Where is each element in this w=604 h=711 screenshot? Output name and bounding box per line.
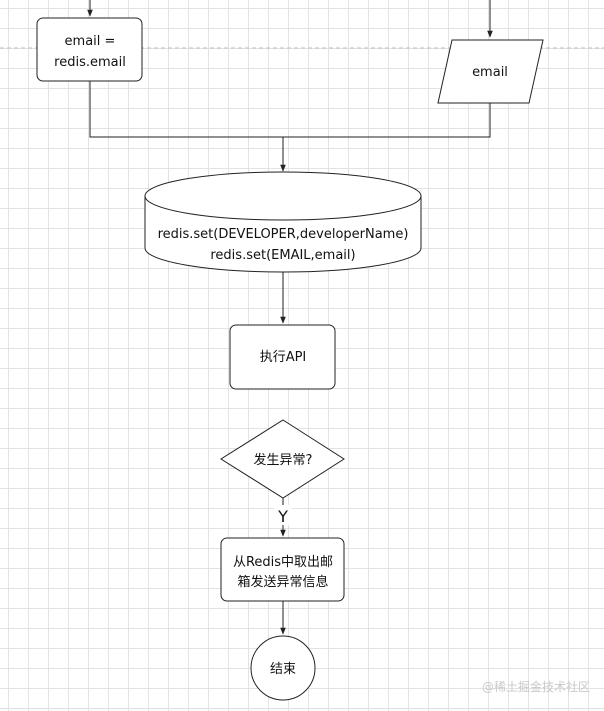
node-email-assign-line2: redis.email [54,55,126,70]
node-send-email-line2: 箱发送异常信息 [237,574,328,590]
node-redis-set-line1: redis.set(DEVELOPER,developerName) [158,227,409,242]
terminator-circle-shape [250,635,316,701]
edge-email-input-to-merge[interactable] [283,103,491,138]
node-end[interactable]: 结束 [250,635,316,701]
node-email-input-label: email [472,65,508,80]
process-box-shape [36,17,143,82]
node-end-label: 结束 [270,662,296,677]
node-send-email-line1: 从Redis中取出邮 [233,555,333,570]
edge-email-assign-to-merge[interactable] [89,81,283,138]
node-exception-decision-label: 发生异常? [254,452,313,468]
node-exception-decision[interactable]: 发生异常? [220,419,345,499]
node-redis-set-line2: redis.set(EMAIL,email) [210,248,355,263]
node-email-assign[interactable]: email = redis.email [36,17,143,82]
database-cylinder-top [144,171,422,221]
input-parallelogram-shape [437,39,544,104]
node-redis-set[interactable]: redis.set(DEVELOPER,developerName) redis… [144,171,422,273]
edge-label-background [274,505,292,525]
node-email-assign-line1: email = [65,34,116,49]
node-exec-api[interactable]: 执行API [229,324,336,390]
process-box-shape [229,324,336,390]
node-send-email[interactable]: 从Redis中取出邮 箱发送异常信息 [220,537,345,602]
node-email-input[interactable]: email [437,39,544,104]
edge-label-yes: Y [277,507,288,526]
node-exec-api-label: 执行API [260,350,307,365]
watermark: @稀土掘金技术社区 [481,680,590,694]
